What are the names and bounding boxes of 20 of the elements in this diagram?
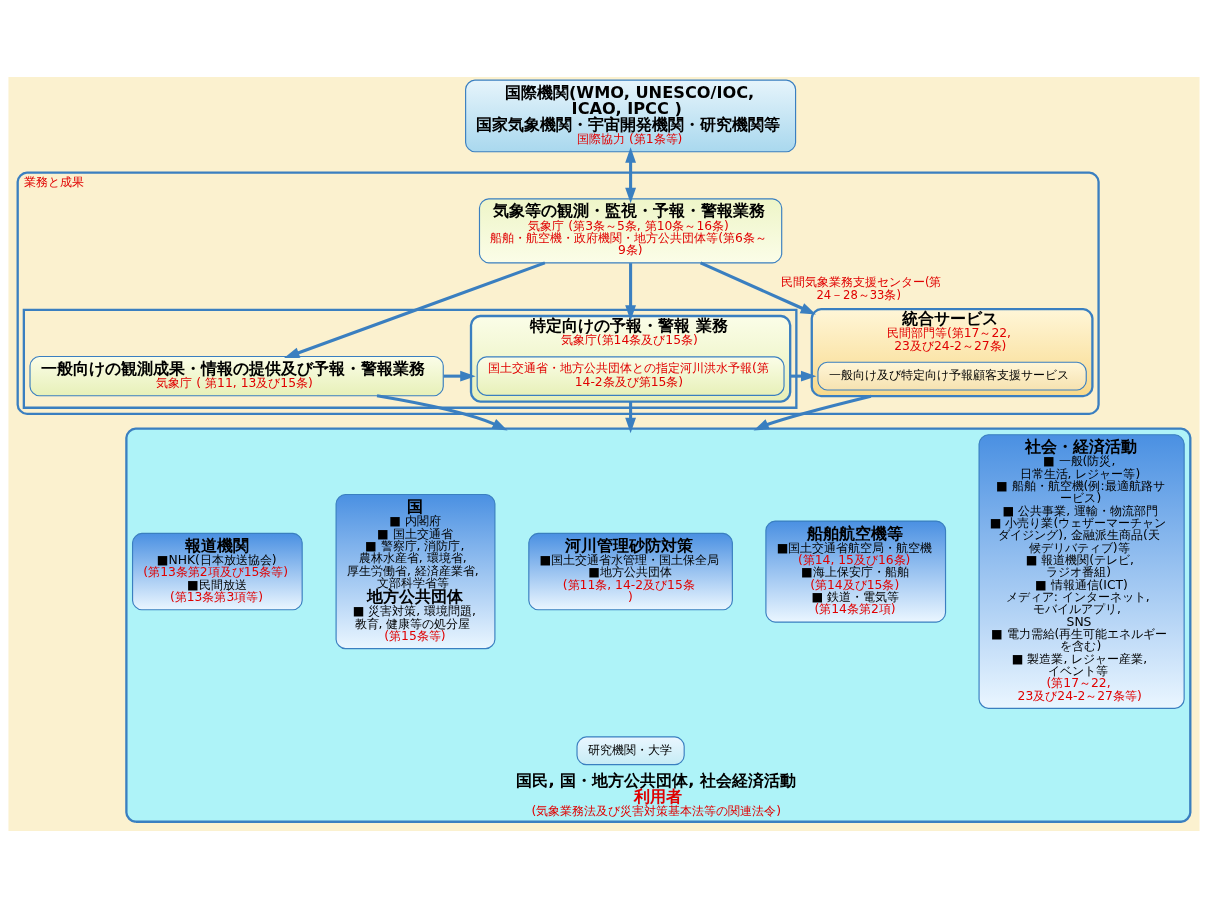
arrow [790, 370, 817, 382]
arrow [753, 394, 872, 430]
arrow [443, 370, 476, 382]
node-box: 社会・経済活動 ■ 一般(防災, 日常生活, レジャー等) ■ 船舶・航空機(例:最適航路サービス) ■ 公共事業, 運輸・物流部門 ■ 小売り業(ウェザーマーチャンダイジング), 金融派生商品(天候デリバティブ)等 ■ 報道機関(テレビ, ラジオ番組) ■ 情報通信(ICT)メディア: インターネット, モバイルアプリ, SNS ■ 電力需給(再生可能エネルギーを含む) ■ 製造業, レジャー産業, イベント等 (第17～22, 23及び24-2～27条等) [978, 433, 1185, 709]
arrow [625, 262, 636, 321]
node-box: 国際機関(WMO, UNESCO/IOC, ICAO, IPCC ) 国家気象機関・宇宙開発機関・研究機関等 国際協力 (第1条等) [465, 79, 797, 152]
arrow [699, 260, 817, 314]
node-box: 船舶航空機等 ■国土交通省航空局・航空機 (第14, 15及び16条) ■海上保安庁・船舶 (第14及び15条) ■ 鉄道・電気等 (第14条第2項) [765, 520, 947, 623]
node-box: 国土交通省・地方公共団体との指定河川洪水予報(第14-2条及び第15条) [476, 355, 785, 396]
node-box: 一般向けの観測成果・情報の提供及び予報・警報業務 気象庁 ( 第11, 13及び15条) [29, 355, 444, 396]
node-box: 国 ■ 内閣府 ■ 国土交通省 ■ 警察庁, 消防庁, 農林水産省, 環境省, 厚生労働省, 経済産業省, 文部科学省等 地方公共団体 ■ 災害対策, 環境問題, 教育, 健康等の処分屋 (第15条等) [335, 493, 496, 649]
arrow [625, 146, 636, 203]
arrow [284, 260, 546, 358]
node-box: 一般向け及び特定向け予報顧客支援サービス [817, 361, 1087, 391]
node-box: 報道機関 ■NHK(日本放送協会) (第13条第2項及び15条等) ■民間放送 (第13条第3項等) [132, 532, 303, 610]
edge-label: 民間気象業務支援センター(第24－28～33条) [780, 274, 942, 302]
node-box: 気象等の観測・監視・予報・警報業務 気象庁 (第3条～5条, 第10条～16条) 船舶・航空機・政府機関・地方公共団体等(第6条～9条) [478, 197, 783, 263]
node-box: 河川管理砂防対策 ■国土交通省水管理・国土保全局 ■地方公共団体 (第11条, 14-2及び15条) [528, 532, 733, 610]
cluster [22, 308, 798, 409]
node-box: 研究機関・大学 [576, 735, 685, 765]
